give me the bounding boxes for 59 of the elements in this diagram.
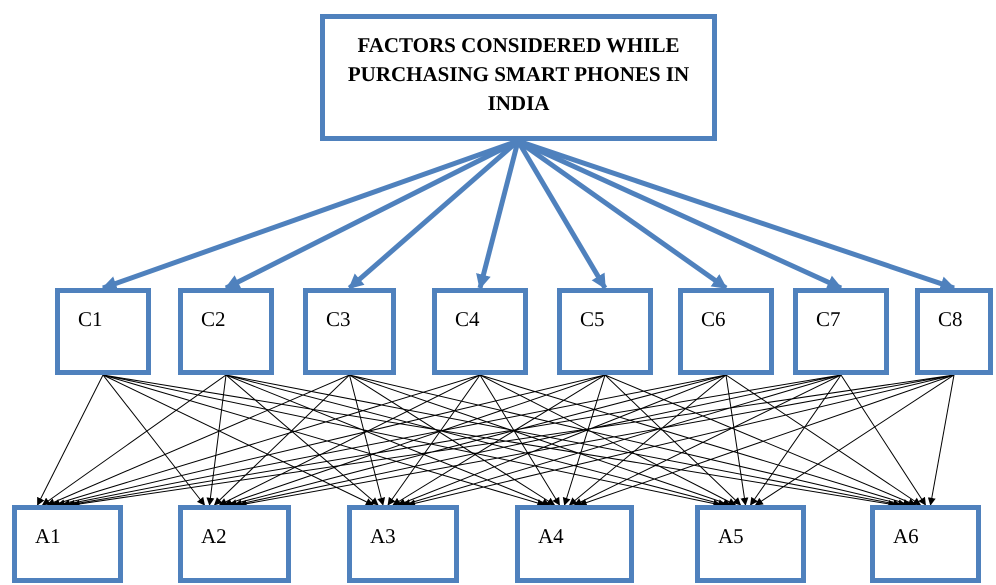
alternative-box [178,505,291,583]
arrow [46,374,350,506]
criterion-box [303,288,396,375]
criterion-box [793,288,889,375]
arrow [102,374,205,506]
node-label: A2 [201,524,227,549]
node-label: A6 [893,524,919,549]
criterion-box [915,288,993,375]
node-label: C3 [326,307,351,332]
arrow [349,374,386,506]
alternative-box [12,505,123,583]
goal-box [320,14,717,141]
alternative-box [347,505,459,583]
alternative-box [870,505,981,583]
arrow [604,374,742,506]
node-label: C7 [816,307,841,332]
criterion-box [55,288,151,375]
node-label: A1 [35,524,61,549]
arrow [226,374,379,506]
node-label: C4 [455,307,480,332]
alternative-box [515,505,634,583]
arrow [578,374,954,506]
arrow [388,374,480,506]
arrow [928,374,954,506]
criterion-box [178,288,274,375]
arrow [392,374,606,506]
node-label: C5 [580,307,605,332]
goal-label: FACTORS CONSIDERED WHILE PURCHASING SMART PHONES IN INDIA [346,32,690,117]
arrow [754,374,954,506]
arrow [52,374,480,507]
arrow [480,374,736,506]
criterion-box [432,288,528,375]
node-label: A4 [538,524,564,549]
arrow [726,374,748,506]
criterion-box [557,288,653,375]
arrow [574,374,842,506]
arrow [750,374,842,506]
arrow [480,374,560,506]
arrow [726,374,922,506]
node-label: C8 [938,307,963,332]
arrow [562,374,606,506]
arrow [604,374,916,506]
arrow [349,374,556,506]
node-label: C1 [78,307,103,332]
arrow [218,374,480,506]
arrow [568,374,726,506]
arrow [480,374,912,507]
alternative-box [695,505,806,583]
node-label: A5 [718,524,744,549]
arrow [37,374,104,506]
arrow [42,374,226,506]
arrow [102,374,374,506]
arrow [206,374,226,506]
arrow [214,374,350,506]
node-label: C2 [201,307,226,332]
node-label: A3 [370,524,396,549]
node-label: C6 [701,307,726,332]
arrow [840,374,926,506]
criterion-box [678,288,774,375]
